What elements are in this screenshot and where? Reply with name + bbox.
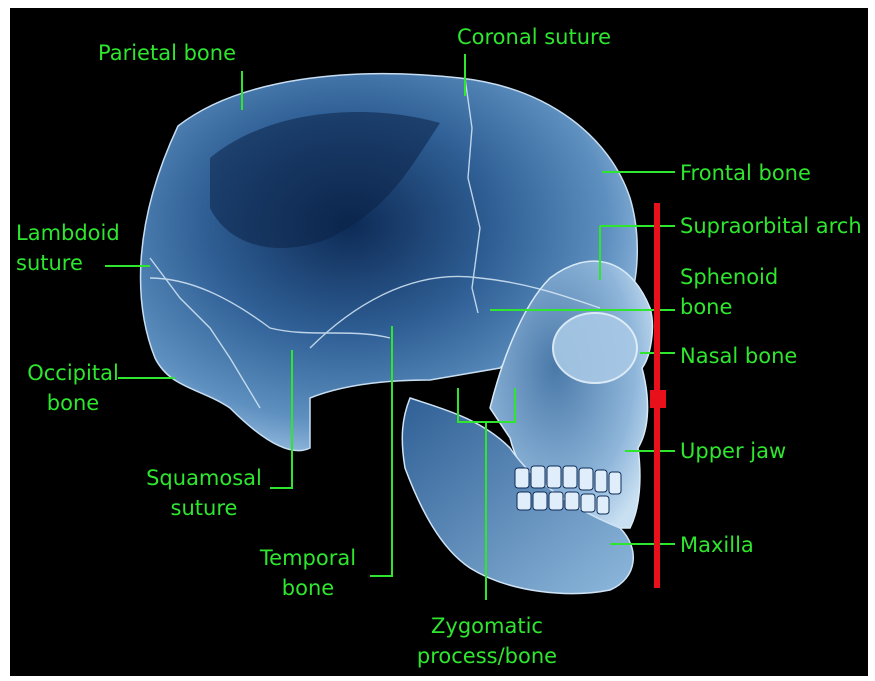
diagram-panel: Parietal bone Coronal suture Frontal bon… bbox=[10, 8, 868, 676]
label-nasal-bone: Nasal bone bbox=[680, 341, 797, 371]
label-supraorbital-arch: Supraorbital arch bbox=[680, 211, 862, 241]
label-frontal-bone: Frontal bone bbox=[680, 158, 811, 188]
label-upper-jaw: Upper jaw bbox=[680, 436, 786, 466]
label-lambdoid-suture: Lambdoid suture bbox=[16, 218, 120, 278]
label-maxilla: Maxilla bbox=[680, 530, 754, 560]
label-zygomatic-process-bone: Zygomatic process/bone bbox=[412, 611, 562, 671]
label-coronal-suture: Coronal suture bbox=[457, 22, 611, 52]
label-occipital-bone: Occipital bone bbox=[18, 358, 128, 418]
label-temporal-bone: Temporal bone bbox=[248, 543, 368, 603]
scale-bar bbox=[650, 203, 666, 588]
label-parietal-bone: Parietal bone bbox=[98, 38, 236, 68]
label-sphenoid-bone: Sphenoid bone bbox=[680, 262, 778, 322]
orbit-shape bbox=[553, 313, 637, 383]
label-squamosal-suture: Squamosal suture bbox=[134, 463, 274, 523]
